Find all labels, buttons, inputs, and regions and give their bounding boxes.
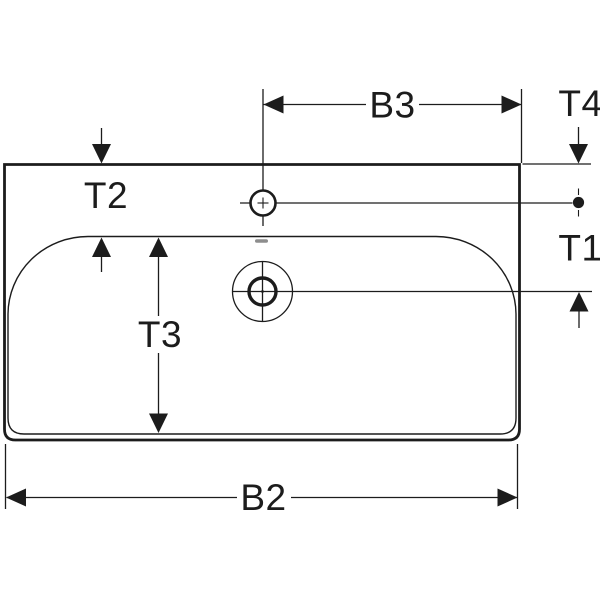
tap-axis-reference-point <box>572 188 585 217</box>
t1-label: T1 <box>558 228 600 269</box>
b2-arrow-left <box>6 488 26 507</box>
basin-inner-outline <box>7 235 517 435</box>
reference-dot <box>572 196 585 209</box>
b3-arrow-right <box>501 95 522 114</box>
dimension-t2: T2 <box>84 128 128 272</box>
t3-arrow-down <box>149 413 168 433</box>
dimension-t1: T1 <box>558 228 600 328</box>
t4-arrow-down <box>569 144 588 164</box>
t2-arrow-down <box>92 144 111 164</box>
dimension-b3: B3 <box>263 85 523 163</box>
t3-label: T3 <box>138 314 182 355</box>
t2-label: T2 <box>84 175 128 216</box>
dimension-b2: B2 <box>4 444 519 518</box>
t2-arrow-up <box>92 237 111 257</box>
drain-center-point <box>261 290 264 293</box>
t1-arrow-up <box>569 292 589 312</box>
dimension-t3: T3 <box>138 237 182 433</box>
t4-label: T4 <box>558 83 600 124</box>
overflow-slot-icon <box>255 239 268 243</box>
dimension-t4: T4 <box>522 83 600 165</box>
b3-label: B3 <box>369 85 415 126</box>
b3-arrow-left <box>263 95 284 114</box>
t3-arrow-up <box>149 237 168 257</box>
b2-label: B2 <box>240 477 286 518</box>
b2-arrow-right <box>497 488 518 507</box>
washbasin-outer-outline <box>3 163 521 442</box>
